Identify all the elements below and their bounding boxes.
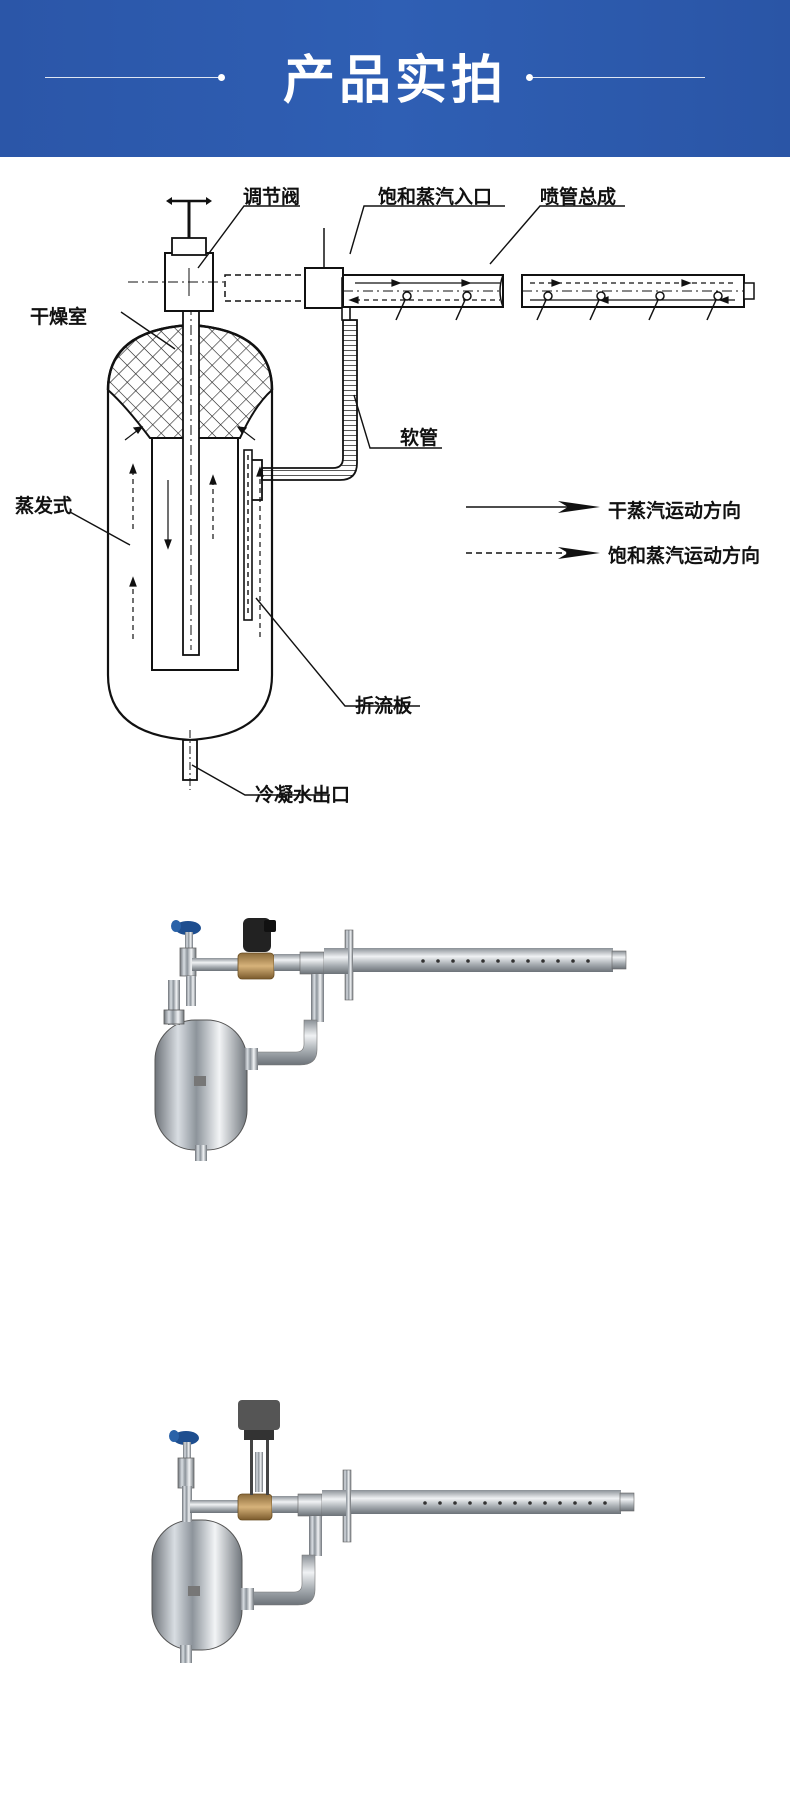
baffle-plate <box>243 449 253 621</box>
flexible-hose <box>261 319 358 481</box>
legend-lines <box>466 501 600 559</box>
label-baffle: 折流板 <box>355 695 413 717</box>
label-steam-inlet: 饱和蒸汽入口 <box>378 186 493 208</box>
label-condensate-outlet: 冷凝水出口 <box>255 784 351 806</box>
legend-saturated-steam: 饱和蒸汽运动方向 <box>608 545 761 567</box>
label-dry-chamber: 干燥室 <box>30 306 88 328</box>
product-photo-2 <box>151 1400 635 1663</box>
banner-dot-left <box>218 74 225 81</box>
steam-tank-2 <box>151 1519 243 1651</box>
label-hose: 软管 <box>400 427 439 449</box>
header-banner: 产品实拍 <box>0 0 790 157</box>
legend-dry-steam: 干蒸汽运动方向 <box>608 500 742 522</box>
label-evaporator: 蒸发式 <box>15 495 73 517</box>
banner-dot-right <box>526 74 533 81</box>
banner-title: 产品实拍 <box>282 51 507 111</box>
banner-line-right <box>530 77 705 78</box>
humidifier-schematic <box>69 197 755 796</box>
handwheel-icon-2 <box>173 1431 199 1445</box>
handwheel-icon <box>175 921 201 935</box>
label-nozzle-assembly: 喷管总成 <box>540 186 617 208</box>
label-valve: 调节阀 <box>243 186 301 208</box>
product-photo-1 <box>154 918 627 1161</box>
electric-actuator <box>238 1400 280 1430</box>
banner-line-left <box>45 77 220 78</box>
